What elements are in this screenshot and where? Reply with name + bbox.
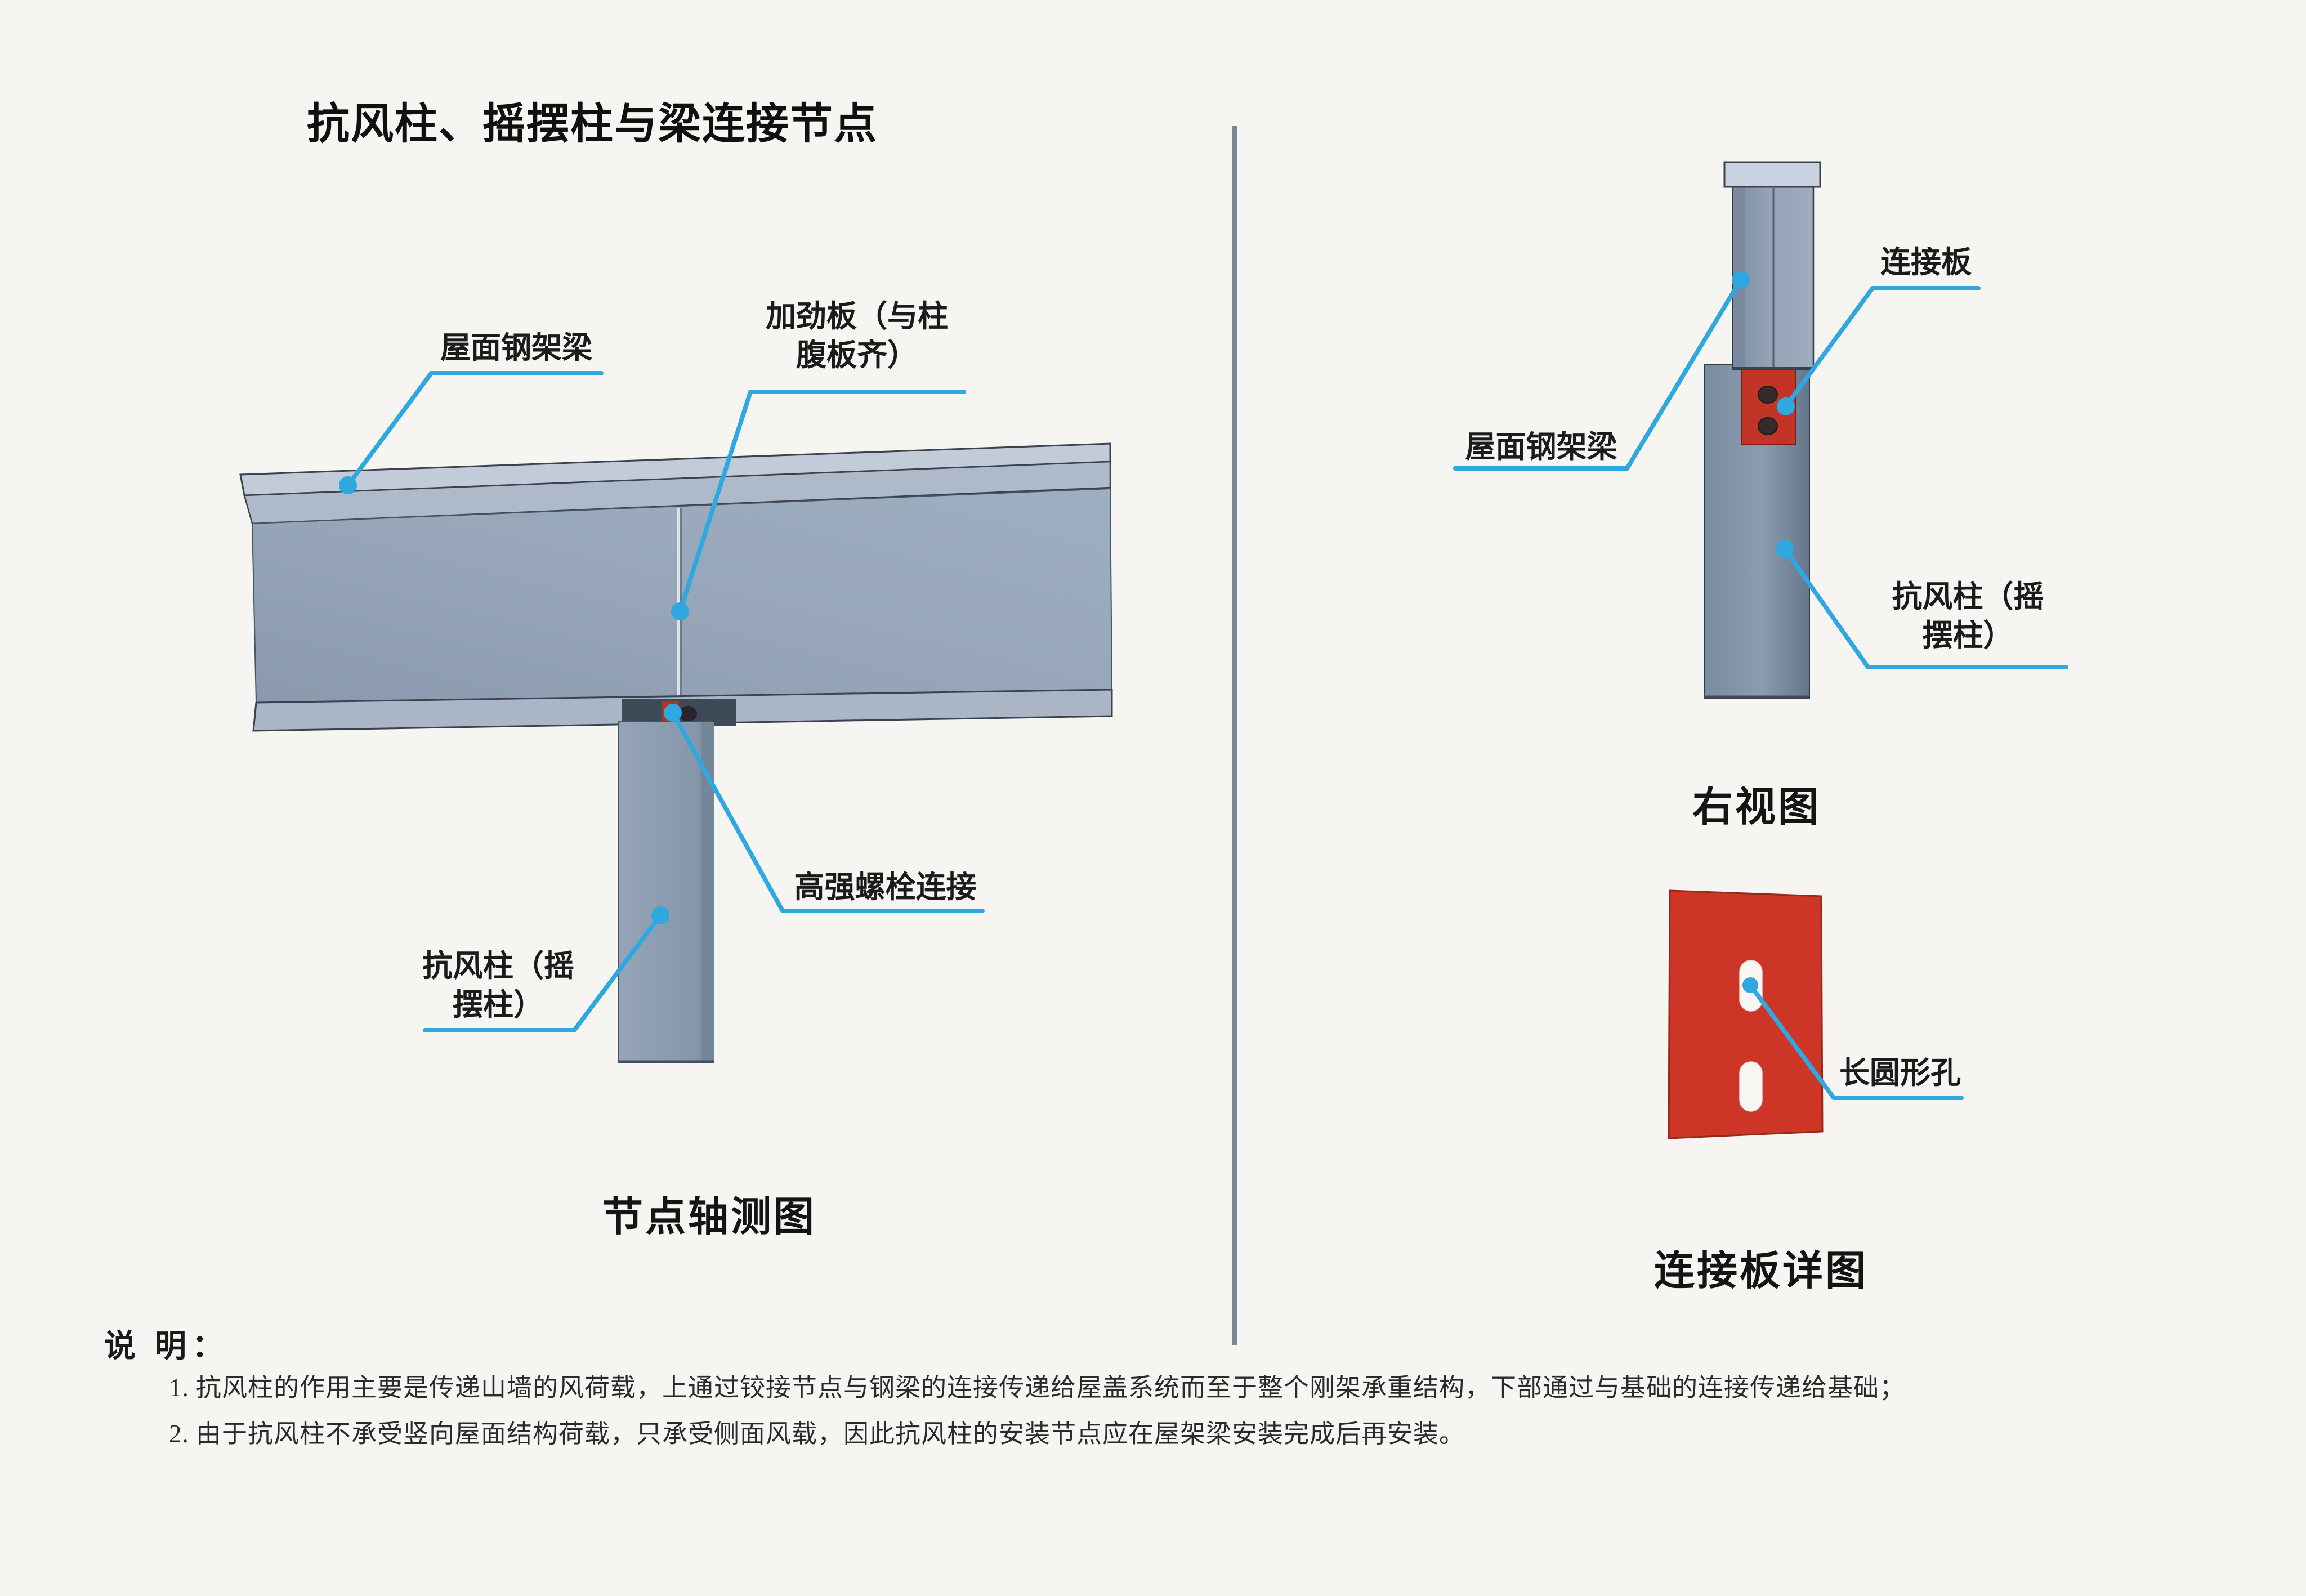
bolt-lower bbox=[1758, 417, 1778, 435]
label-roof-beam-axon: 屋面钢架梁 bbox=[431, 329, 601, 368]
note-item-1: 1. 抗风柱的作用主要是传递山墙的风荷载，上通过铰接节点与钢梁的连接传递给屋盖系… bbox=[169, 1374, 1906, 1402]
leader-dot-roof-beam-axon bbox=[339, 476, 357, 494]
page-title: 抗风柱、摇摆柱与梁连接节点 bbox=[307, 101, 878, 148]
leader-slot-hole bbox=[1748, 983, 1964, 1100]
note-item-2: 2. 由于抗风柱不承受竖向屋面结构荷载，只承受侧面风载，因此抗风柱的安装节点应在… bbox=[169, 1420, 1465, 1448]
connection-plate-detail bbox=[1668, 889, 1824, 1139]
leader-dot-connection-plate bbox=[1777, 397, 1795, 415]
label-roof-beam-axon-text: 屋面钢架梁 bbox=[440, 331, 592, 365]
plate-detail-view bbox=[1668, 889, 1824, 1139]
leader-stiffener bbox=[678, 390, 966, 614]
leader-dots bbox=[339, 271, 1795, 993]
notes-header: 说 明： bbox=[104, 1329, 229, 1364]
leader-dot-roof-beam-right bbox=[1732, 271, 1750, 289]
wind-column-axon bbox=[618, 721, 714, 1063]
label-bolt-connection: 高强螺栓连接 bbox=[788, 868, 982, 907]
label-stiffener-line2: 腹板齐） bbox=[796, 338, 918, 373]
bolt-upper bbox=[1758, 386, 1778, 404]
leader-dot-column-right bbox=[1776, 540, 1794, 558]
label-stiffener-line1: 加劲板（与柱 bbox=[766, 299, 948, 333]
label-column-right: 抗风柱（摇 摆柱） bbox=[1868, 578, 2068, 655]
caption-plate-detail: 连接板详图 bbox=[1654, 1249, 1869, 1294]
leader-connection-plate bbox=[1784, 286, 1981, 409]
label-connection-plate: 连接板 bbox=[1872, 243, 1979, 282]
label-roof-beam-right-text: 屋面钢架梁 bbox=[1465, 430, 1617, 464]
roof-beam-top-flange-face bbox=[243, 461, 1111, 525]
leader-dot-slot-hole bbox=[1742, 977, 1758, 993]
leader-dot-stiffener bbox=[671, 602, 689, 620]
label-column-axon-line1: 抗风柱（摇 bbox=[422, 949, 574, 983]
leader-roof-beam-right bbox=[1453, 278, 1743, 471]
right-view bbox=[1704, 161, 1821, 699]
slot-hole-lower bbox=[1739, 1061, 1763, 1112]
wind-column-axon-side bbox=[701, 722, 714, 1063]
leader-bolt-connection bbox=[671, 710, 985, 913]
joint-bolt bbox=[679, 706, 697, 722]
caption-right-view: 右视图 bbox=[1692, 785, 1821, 830]
leader-column-right bbox=[1782, 547, 2068, 669]
caption-axon-view: 节点轴测图 bbox=[602, 1195, 816, 1240]
label-connection-plate-text: 连接板 bbox=[1880, 245, 1972, 279]
divider-line bbox=[1232, 126, 1237, 1345]
label-slot-hole-text: 长圆形孔 bbox=[1839, 1056, 1961, 1090]
leader-column-axon bbox=[423, 913, 663, 1032]
label-column-axon: 抗风柱（摇 摆柱） bbox=[414, 947, 583, 1025]
label-roof-beam-right: 屋面钢架梁 bbox=[1455, 428, 1627, 467]
leader-roof-beam-axon bbox=[346, 371, 604, 488]
label-column-axon-line2: 摆柱） bbox=[453, 988, 544, 1022]
leader-dot-bolt bbox=[664, 704, 682, 722]
leader-dot-column-axon bbox=[651, 906, 669, 924]
label-bolt-connection-text: 高强螺栓连接 bbox=[794, 870, 977, 904]
axonometric-view bbox=[239, 442, 1113, 1063]
leader-lines bbox=[346, 278, 2068, 1100]
label-stiffener: 加劲板（与柱 腹板齐） bbox=[744, 297, 969, 375]
label-slot-hole: 长圆形孔 bbox=[1835, 1054, 1965, 1093]
roof-beam-right-top-plate bbox=[1723, 161, 1821, 188]
label-column-right-line1: 抗风柱（摇 bbox=[1892, 580, 2044, 614]
label-column-right-line2: 摆柱） bbox=[1922, 619, 2014, 653]
